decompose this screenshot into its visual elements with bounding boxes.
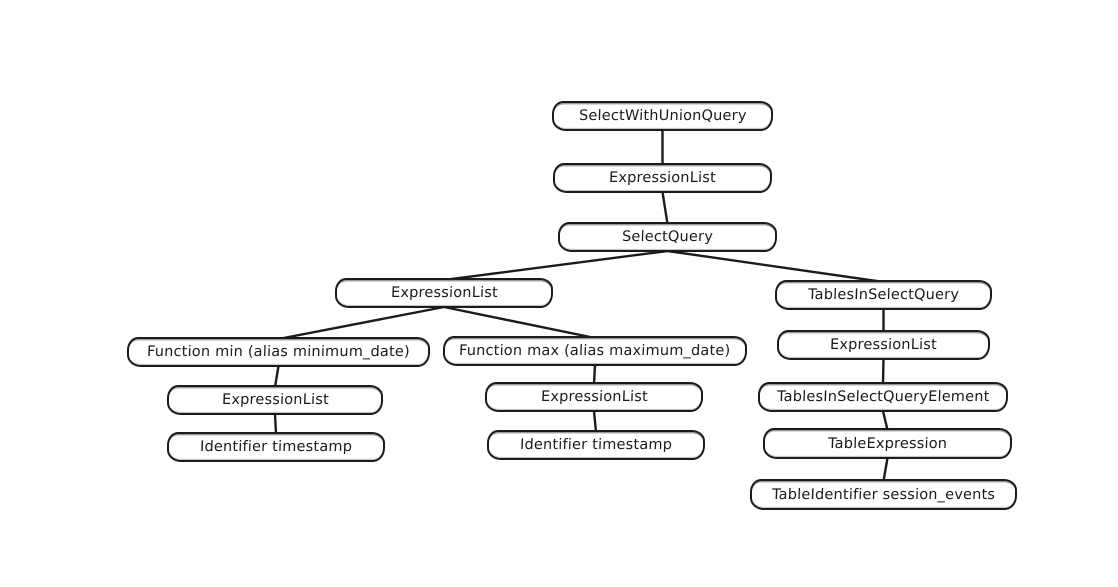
node-label: ExpressionList <box>829 337 938 353</box>
node-label: Identifier timestamp <box>519 437 673 453</box>
node-expression-list-tables: ExpressionList <box>777 330 990 360</box>
node-label: TableIdentifier session_events <box>771 486 996 503</box>
node-expression-list-max: ExpressionList <box>485 382 703 412</box>
tree-edge <box>881 357 885 386</box>
tree-edge <box>881 409 889 432</box>
tree-edge <box>661 190 669 226</box>
node-label: SelectQuery <box>621 229 714 245</box>
node-label: TablesInSelectQueryElement <box>776 389 990 405</box>
node-table-identifier-session-events: TableIdentifier session_events <box>750 479 1017 510</box>
node-tables-in-select-query-element: TablesInSelectQueryElement <box>758 382 1008 412</box>
node-select-query: SelectQuery <box>558 222 777 252</box>
node-label: SelectWithUnionQuery <box>578 108 747 124</box>
tree-edge <box>442 249 669 282</box>
node-label: ExpressionList <box>540 389 648 405</box>
node-label: ExpressionList <box>390 285 498 301</box>
node-identifier-timestamp-max: Identifier timestamp <box>487 430 705 460</box>
node-function-max: Function max (alias maximum_date) <box>443 336 747 366</box>
node-expression-list-min: ExpressionList <box>167 385 383 415</box>
node-expression-list-select: ExpressionList <box>335 278 553 308</box>
node-label: TableExpression <box>827 435 948 452</box>
tree-edge <box>592 363 597 386</box>
node-label: ExpressionList <box>608 170 717 186</box>
tree-edge <box>277 305 446 341</box>
node-table-expression: TableExpression <box>763 428 1012 459</box>
node-label: Identifier timestamp <box>199 439 353 455</box>
node-function-min: Function min (alias minimum_date) <box>127 337 430 367</box>
node-label: Function max (alias maximum_date) <box>459 343 731 359</box>
tree-edge <box>592 409 598 434</box>
node-identifier-timestamp-min: Identifier timestamp <box>167 432 385 462</box>
node-label: ExpressionList <box>221 392 329 408</box>
tree-edge <box>273 364 280 389</box>
node-label: TablesInSelectQuery <box>807 287 960 303</box>
tree-edge <box>882 456 889 483</box>
node-label: Function min (alias minimum_date) <box>146 344 411 360</box>
node-tables-in-select-query: TablesInSelectQuery <box>775 280 992 310</box>
tree-edge <box>273 412 278 436</box>
tree-edge <box>442 305 597 340</box>
node-select-with-union-query: SelectWithUnionQuery <box>552 101 773 131</box>
node-expression-list-root: ExpressionList <box>553 163 772 193</box>
tree-edge <box>666 249 885 284</box>
